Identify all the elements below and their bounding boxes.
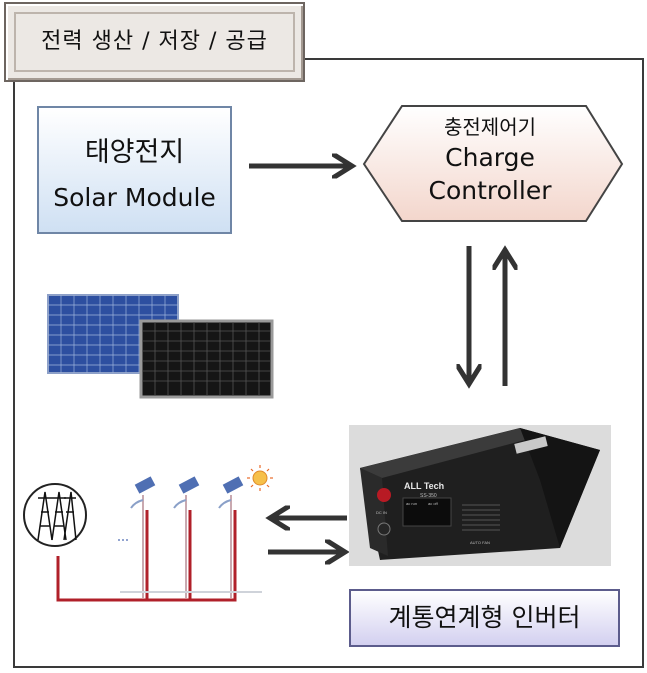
charge-controller-label: 충전제어기 Charge Controller [385, 113, 595, 207]
solar-module-label-ko: 태양전지 [84, 137, 185, 168]
power-tower-icon [23, 483, 87, 547]
inverter-brand-label: ALL Tech [404, 481, 444, 491]
solar-module-label-en: Solar Module [53, 183, 216, 212]
grid-wire [56, 510, 149, 602]
grid-wire-2 [147, 510, 192, 602]
inverter-autofan-label: AUTO FAN [470, 540, 490, 545]
grid-wire-3 [190, 510, 237, 602]
charge-controller-hexagon [362, 105, 624, 222]
charge-controller-label-en-2: Controller [428, 176, 552, 205]
charge-controller-label-en-1: Charge [445, 143, 535, 172]
page-title: 전력 생산 / 저장 / 공급 [41, 29, 268, 54]
solar-module-box: 태양전지 Solar Module [37, 106, 232, 234]
solar-panels-image [47, 294, 274, 399]
inverter-device-image: ALL Tech SS-350 DC IN ac run ac off AUTO… [349, 425, 611, 566]
inverter-acoff-label: ac off [428, 501, 439, 506]
inverter-dcin-label: DC IN [376, 510, 387, 515]
inverter-model-label: SS-350 [420, 493, 437, 499]
sun-icon [247, 465, 273, 491]
inverter-label: 계통연계형 인버터 [388, 603, 581, 632]
solar-streetlight-icon [118, 476, 262, 598]
inverter-acrun-label: ac run [406, 501, 417, 506]
charge-controller-label-ko: 충전제어기 [444, 115, 536, 139]
inverter-label-box: 계통연계형 인버터 [349, 589, 620, 647]
title-tab: 전력 생산 / 저장 / 공급 [4, 2, 305, 82]
